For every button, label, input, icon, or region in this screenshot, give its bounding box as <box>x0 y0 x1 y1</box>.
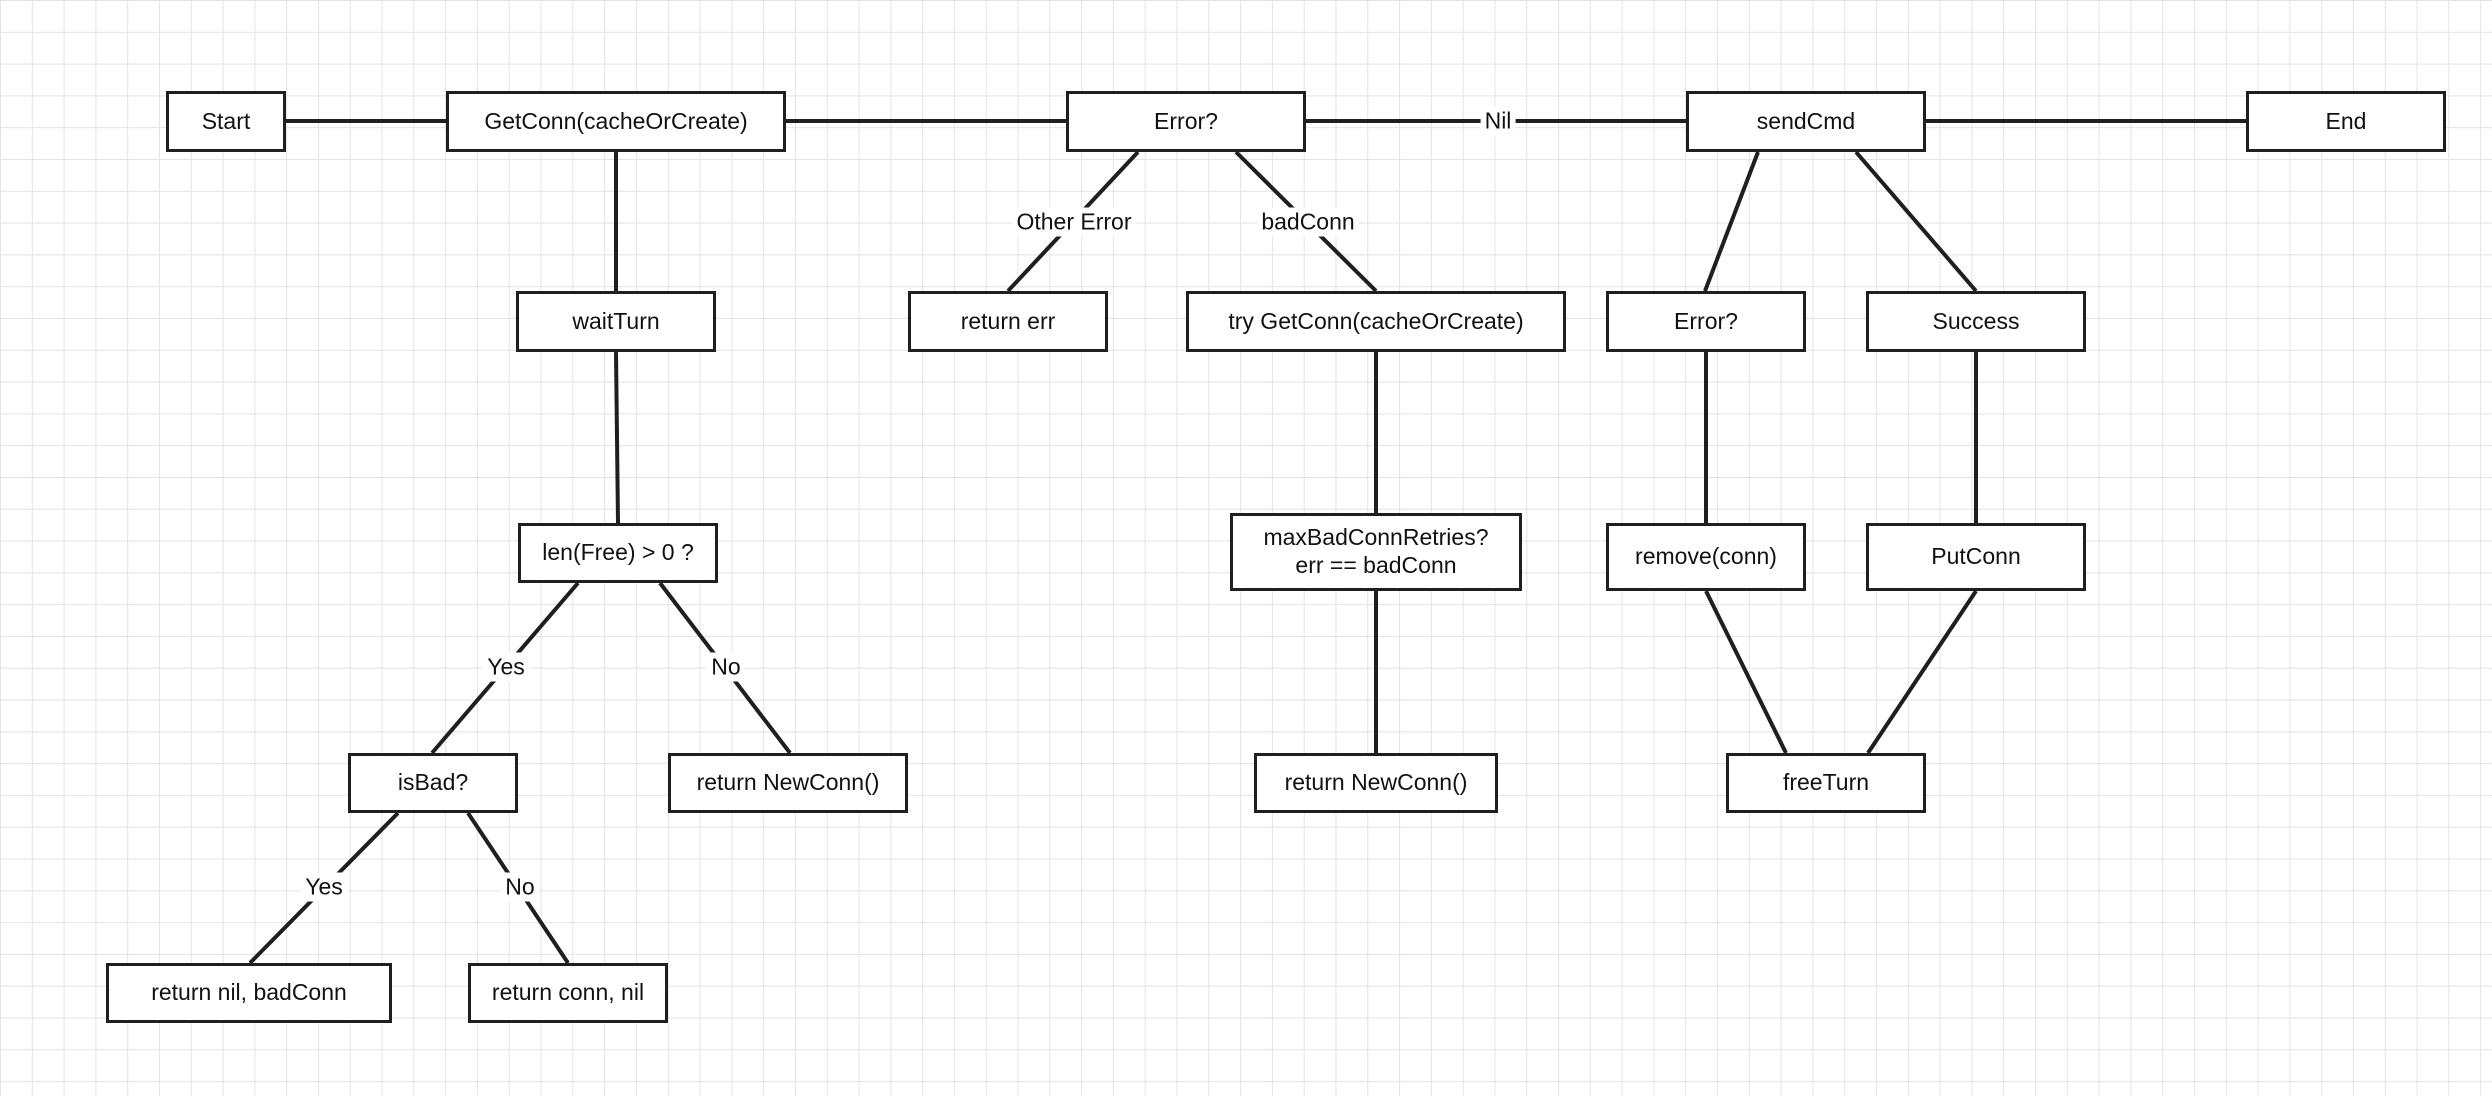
node-error-main: Error? <box>1066 91 1306 152</box>
node-return-newconn-left: return NewConn() <box>668 753 908 813</box>
edge-label-no-lenfree: No <box>707 652 745 682</box>
edge-label-yes-lenfree: Yes <box>483 652 529 682</box>
edge-remove-freeturn <box>1704 590 1788 754</box>
node-sendcmd: sendCmd <box>1686 91 1926 152</box>
edge-waitturn-lenfree <box>614 351 620 524</box>
edge-putconn-freeturn <box>1866 589 1978 755</box>
node-try-getconn: try GetConn(cacheOrCreate) <box>1186 291 1566 352</box>
node-len-free: len(Free) > 0 ? <box>518 523 718 583</box>
node-error-send: Error? <box>1606 291 1806 352</box>
node-success: Success <box>1866 291 2086 352</box>
node-return-err: return err <box>908 291 1108 352</box>
node-end: End <box>2246 91 2446 152</box>
node-return-conn-nil: return conn, nil <box>468 963 668 1023</box>
edge-sendcmd-success <box>1854 150 1978 293</box>
edge-label-nil: Nil <box>1480 106 1516 136</box>
node-getconn: GetConn(cacheOrCreate) <box>446 91 786 152</box>
node-remove-conn: remove(conn) <box>1606 523 1806 591</box>
node-freeturn: freeTurn <box>1726 753 1926 813</box>
node-waitturn: waitTurn <box>516 291 716 352</box>
node-isbad: isBad? <box>348 753 518 813</box>
node-return-newconn-mid: return NewConn() <box>1254 753 1498 813</box>
node-putconn: PutConn <box>1866 523 2086 591</box>
edge-label-no-isbad: No <box>501 872 539 902</box>
edge-label-badconn: badConn <box>1257 207 1359 237</box>
edge-sendcmd-errorsend <box>1703 151 1760 292</box>
node-start: Start <box>166 91 286 152</box>
node-max-retries: maxBadConnRetries? err == badConn <box>1230 513 1522 591</box>
node-return-nil-badconn: return nil, badConn <box>106 963 392 1023</box>
edge-label-other-error: Other Error <box>1012 207 1136 237</box>
edge-label-yes-isbad: Yes <box>301 872 347 902</box>
